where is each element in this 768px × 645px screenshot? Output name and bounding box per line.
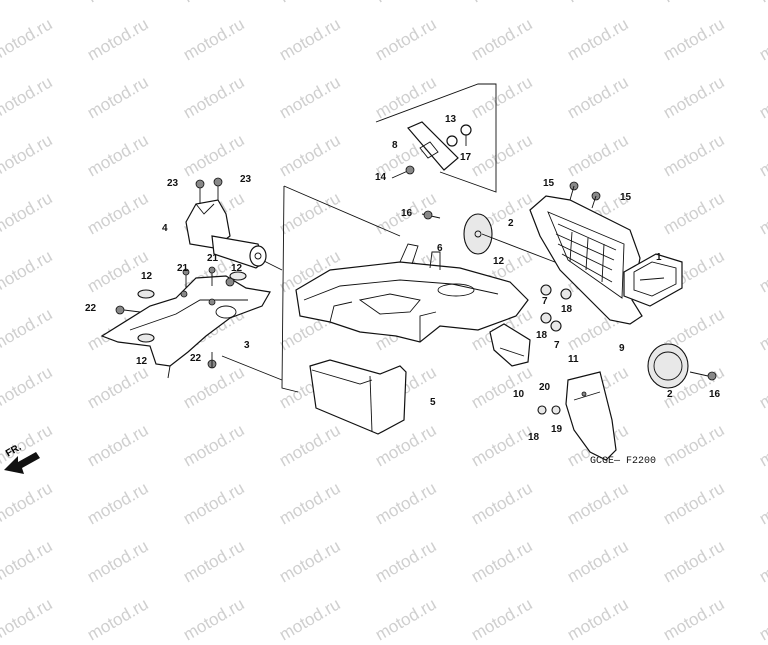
leader-line: [283, 185, 401, 237]
watermark-text: motod.ru: [180, 594, 248, 645]
part-13-nut: [446, 124, 472, 147]
watermark-text: motod.ru: [276, 594, 344, 645]
part-14-screw: [391, 165, 415, 179]
callout-1: 1: [656, 252, 662, 263]
frame-line: [221, 355, 283, 381]
part-5-flap: [309, 359, 407, 435]
part-6-inner-fender: [295, 243, 529, 343]
watermark-text: motod.ru: [372, 594, 440, 645]
callout-3: 3: [244, 340, 250, 351]
callout-2: 2: [508, 218, 514, 229]
callout-4: 4: [162, 223, 168, 234]
callout-12: 12: [231, 263, 243, 274]
callout-2b: 2: [667, 389, 673, 400]
callout-18c: 18: [528, 432, 540, 443]
callout-19: 19: [551, 424, 563, 435]
callout-16b: 16: [709, 389, 721, 400]
part-11-mudflap: [565, 371, 617, 461]
callout-23: 23: [167, 178, 179, 189]
diagram-code: GCGE— F2200: [590, 456, 657, 467]
front-arrow-icon: [4, 452, 40, 474]
frame-line: [281, 185, 299, 393]
part-2-reflector-upper: [421, 210, 561, 265]
part-9-license-bracket: [529, 195, 643, 325]
callout-12b: 12: [141, 271, 153, 282]
callout-12d: 12: [136, 356, 148, 367]
callout-5: 5: [430, 397, 436, 408]
callout-8: 8: [392, 140, 398, 151]
watermark-text: motod.ru: [468, 594, 536, 645]
part-3-frame-bracket: [100, 275, 271, 379]
watermark-text: motod.ru: [756, 594, 768, 645]
part-15-bolts: [569, 181, 601, 209]
callout-12c: 12: [493, 256, 505, 267]
callout-10: 10: [513, 389, 525, 400]
callout-22b: 22: [190, 353, 202, 364]
callout-6: 6: [437, 243, 443, 254]
callout-21b: 21: [177, 263, 189, 274]
callout-22: 22: [85, 303, 97, 314]
callout-16: 16: [401, 208, 413, 219]
callout-13: 13: [445, 114, 457, 125]
part-10-bracket: [489, 323, 531, 367]
callout-21: 21: [207, 253, 219, 264]
callout-9: 9: [619, 343, 625, 354]
part-23-bolts: [195, 177, 223, 204]
callout-15b: 15: [620, 192, 632, 203]
callout-18: 18: [561, 304, 573, 315]
callout-14: 14: [375, 172, 387, 183]
watermark-text: motod.ru: [84, 594, 152, 645]
part-4-bracket: [185, 199, 267, 269]
watermark-text: motod.ru: [660, 594, 728, 645]
part-1-reflector-plate: [623, 253, 683, 307]
frame-line: [261, 259, 283, 271]
callout-17: 17: [460, 152, 472, 163]
callout-23b: 23: [240, 174, 252, 185]
callout-15: 15: [543, 178, 555, 189]
part-8-plate: [407, 121, 459, 171]
callout-18b: 18: [536, 330, 548, 341]
callout-7b: 7: [554, 340, 560, 351]
fasteners: [115, 266, 247, 369]
callout-7: 7: [542, 296, 548, 307]
callout-11: 11: [568, 354, 579, 365]
watermark-text: motod.ru: [0, 594, 56, 645]
callout-20: 20: [539, 382, 551, 393]
inset-frame: [375, 83, 497, 193]
watermark-text: motod.ru: [564, 594, 632, 645]
parts-drawing: [4, 83, 717, 474]
part-2-reflector-lower: [647, 343, 717, 389]
nuts: [537, 284, 572, 415]
